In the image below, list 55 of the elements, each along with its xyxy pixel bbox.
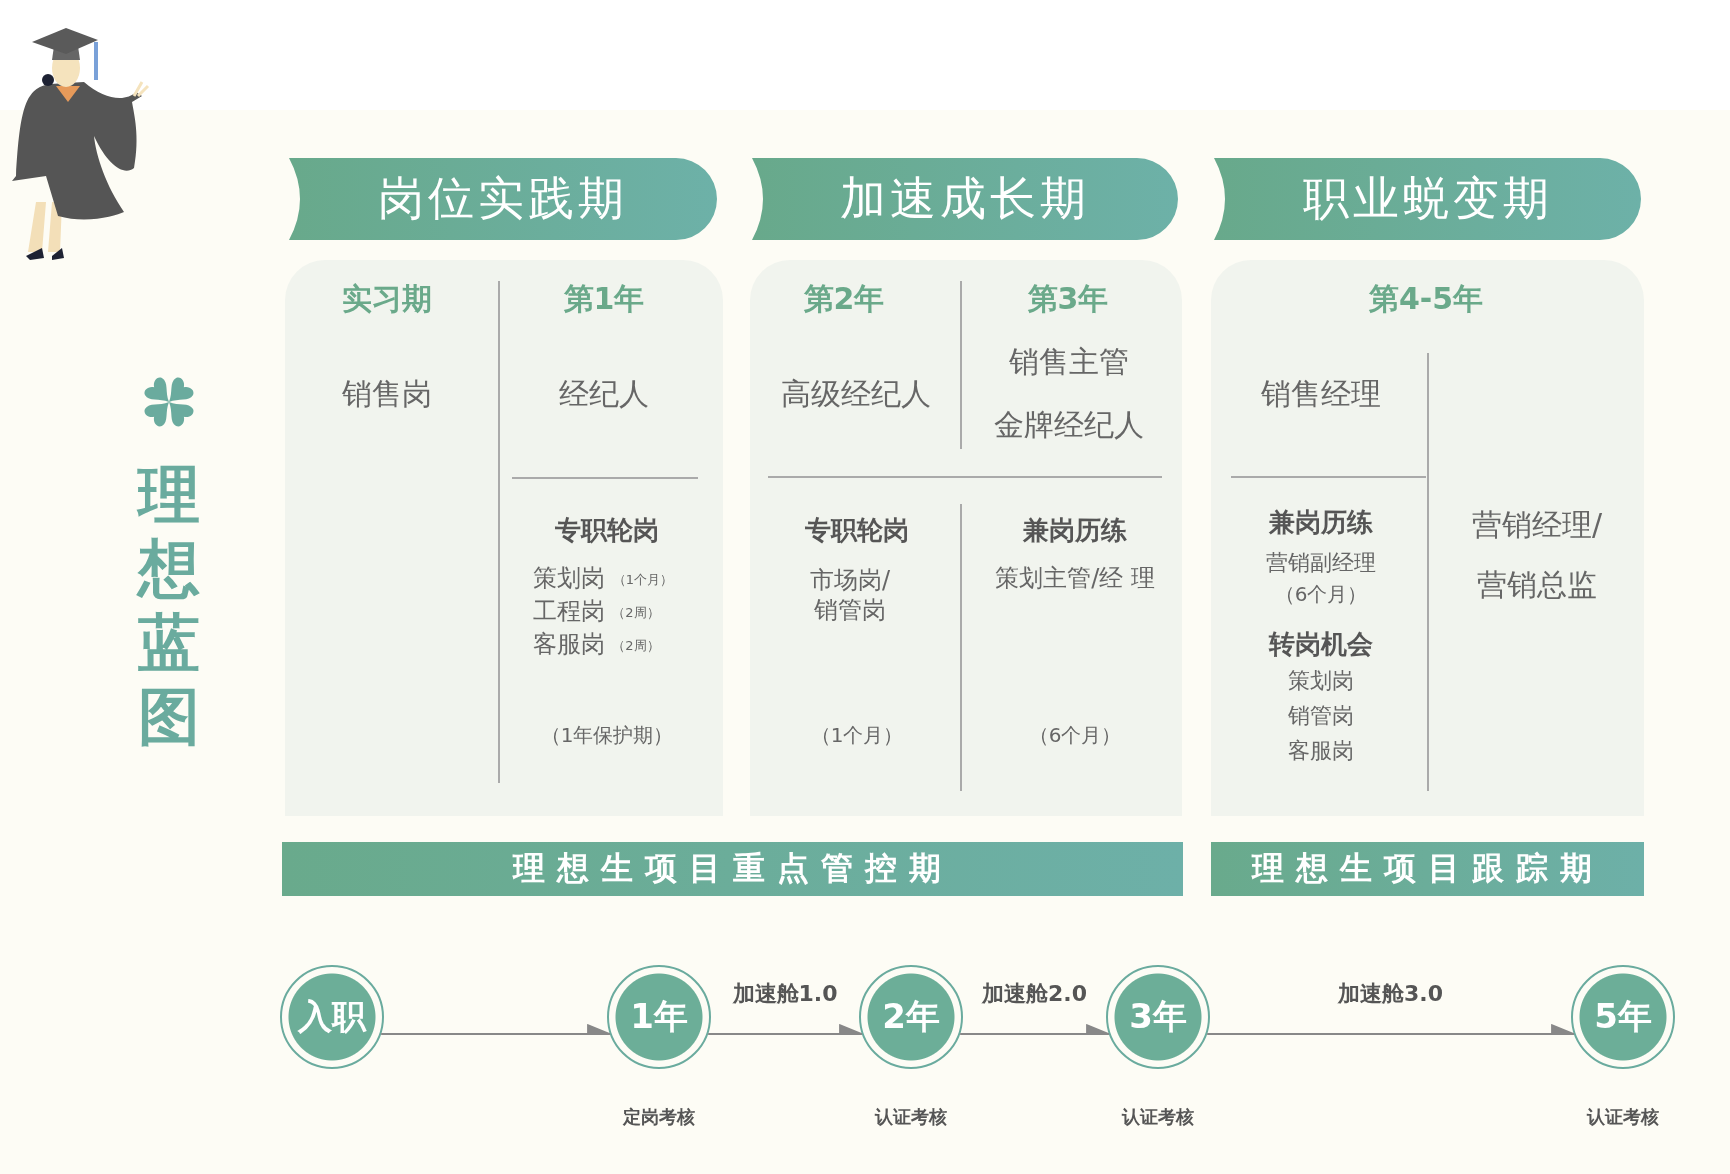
period-bar: 理想生项目跟踪期 — [1211, 842, 1644, 896]
stage-heading: 第2年 — [803, 279, 885, 318]
vertical-title: 理想蓝图 — [136, 458, 201, 754]
role-title: 经纪人 — [559, 374, 649, 413]
arrow — [959, 1024, 1110, 1035]
review-caption: 定岗考核 — [623, 1105, 695, 1129]
track-heading: 转岗机会 — [1269, 627, 1373, 661]
role-text: 策划主管/经 理 — [995, 563, 1155, 594]
stage-heading: 第1年 — [563, 279, 645, 318]
milestone-label: 入职 — [298, 995, 366, 1038]
role-text: 市场岗/销管岗 — [808, 565, 892, 625]
duration-note: （1年保护期） — [540, 721, 674, 749]
track-heading: 专职轮岗 — [555, 513, 659, 547]
role-title: 销售经理 — [1261, 374, 1381, 413]
role-title: 营销经理/营销总监 — [1470, 506, 1604, 604]
duration-note: （1个月） — [612, 571, 674, 589]
role-text: 工程岗 — [533, 596, 605, 627]
milestone-label: 3年 — [1129, 995, 1187, 1038]
track-heading: 兼岗历练 — [1269, 505, 1373, 539]
milestone-label: 1年 — [630, 995, 688, 1038]
role-text: 策划岗 — [533, 563, 605, 594]
phase-banner: 加速成长期 — [752, 158, 1178, 240]
review-caption: 认证考核 — [1122, 1105, 1194, 1129]
role-title: 高级经纪人 — [781, 374, 931, 413]
phase-banner: 岗位实践期 — [289, 158, 717, 240]
role-text: 销管岗 — [1288, 702, 1354, 730]
arrow — [1206, 1024, 1575, 1035]
track-heading: 专职轮岗 — [805, 513, 909, 547]
arrow — [707, 1024, 863, 1035]
milestone-label: 5年 — [1594, 995, 1652, 1038]
stage-heading: 第4-5年 — [1368, 279, 1484, 318]
arrow — [380, 1024, 611, 1035]
duration-note: （6个月） — [1028, 721, 1122, 749]
stage-panel — [750, 260, 1182, 816]
milestone-label: 2年 — [882, 995, 940, 1038]
period-bar: 理想生项目重点管控期 — [282, 842, 1183, 896]
duration-note: （2周） — [612, 604, 660, 622]
track-heading: 兼岗历练 — [1023, 513, 1127, 547]
stage-heading: 第3年 — [1027, 279, 1109, 318]
duration-note: （6个月） — [1274, 580, 1368, 608]
role-title: 金牌经纪人 — [994, 405, 1144, 444]
duration-note: （2周） — [612, 637, 660, 655]
role-text: 客服岗 — [1288, 737, 1354, 765]
role-text: 营销副经理 — [1266, 549, 1376, 577]
review-caption: 认证考核 — [1587, 1105, 1659, 1129]
stage-heading: 实习期 — [342, 279, 432, 318]
role-text: 策划岗 — [1288, 667, 1354, 695]
review-caption: 认证考核 — [875, 1105, 947, 1129]
phase-banner: 职业蜕变期 — [1214, 158, 1641, 240]
role-title: 销售主管 — [1009, 342, 1129, 381]
role-title: 销售岗 — [342, 374, 432, 413]
role-text: 客服岗 — [533, 629, 605, 660]
stage-panel — [285, 260, 723, 816]
duration-note: （1个月） — [810, 721, 904, 749]
stage-panel — [1211, 260, 1644, 816]
